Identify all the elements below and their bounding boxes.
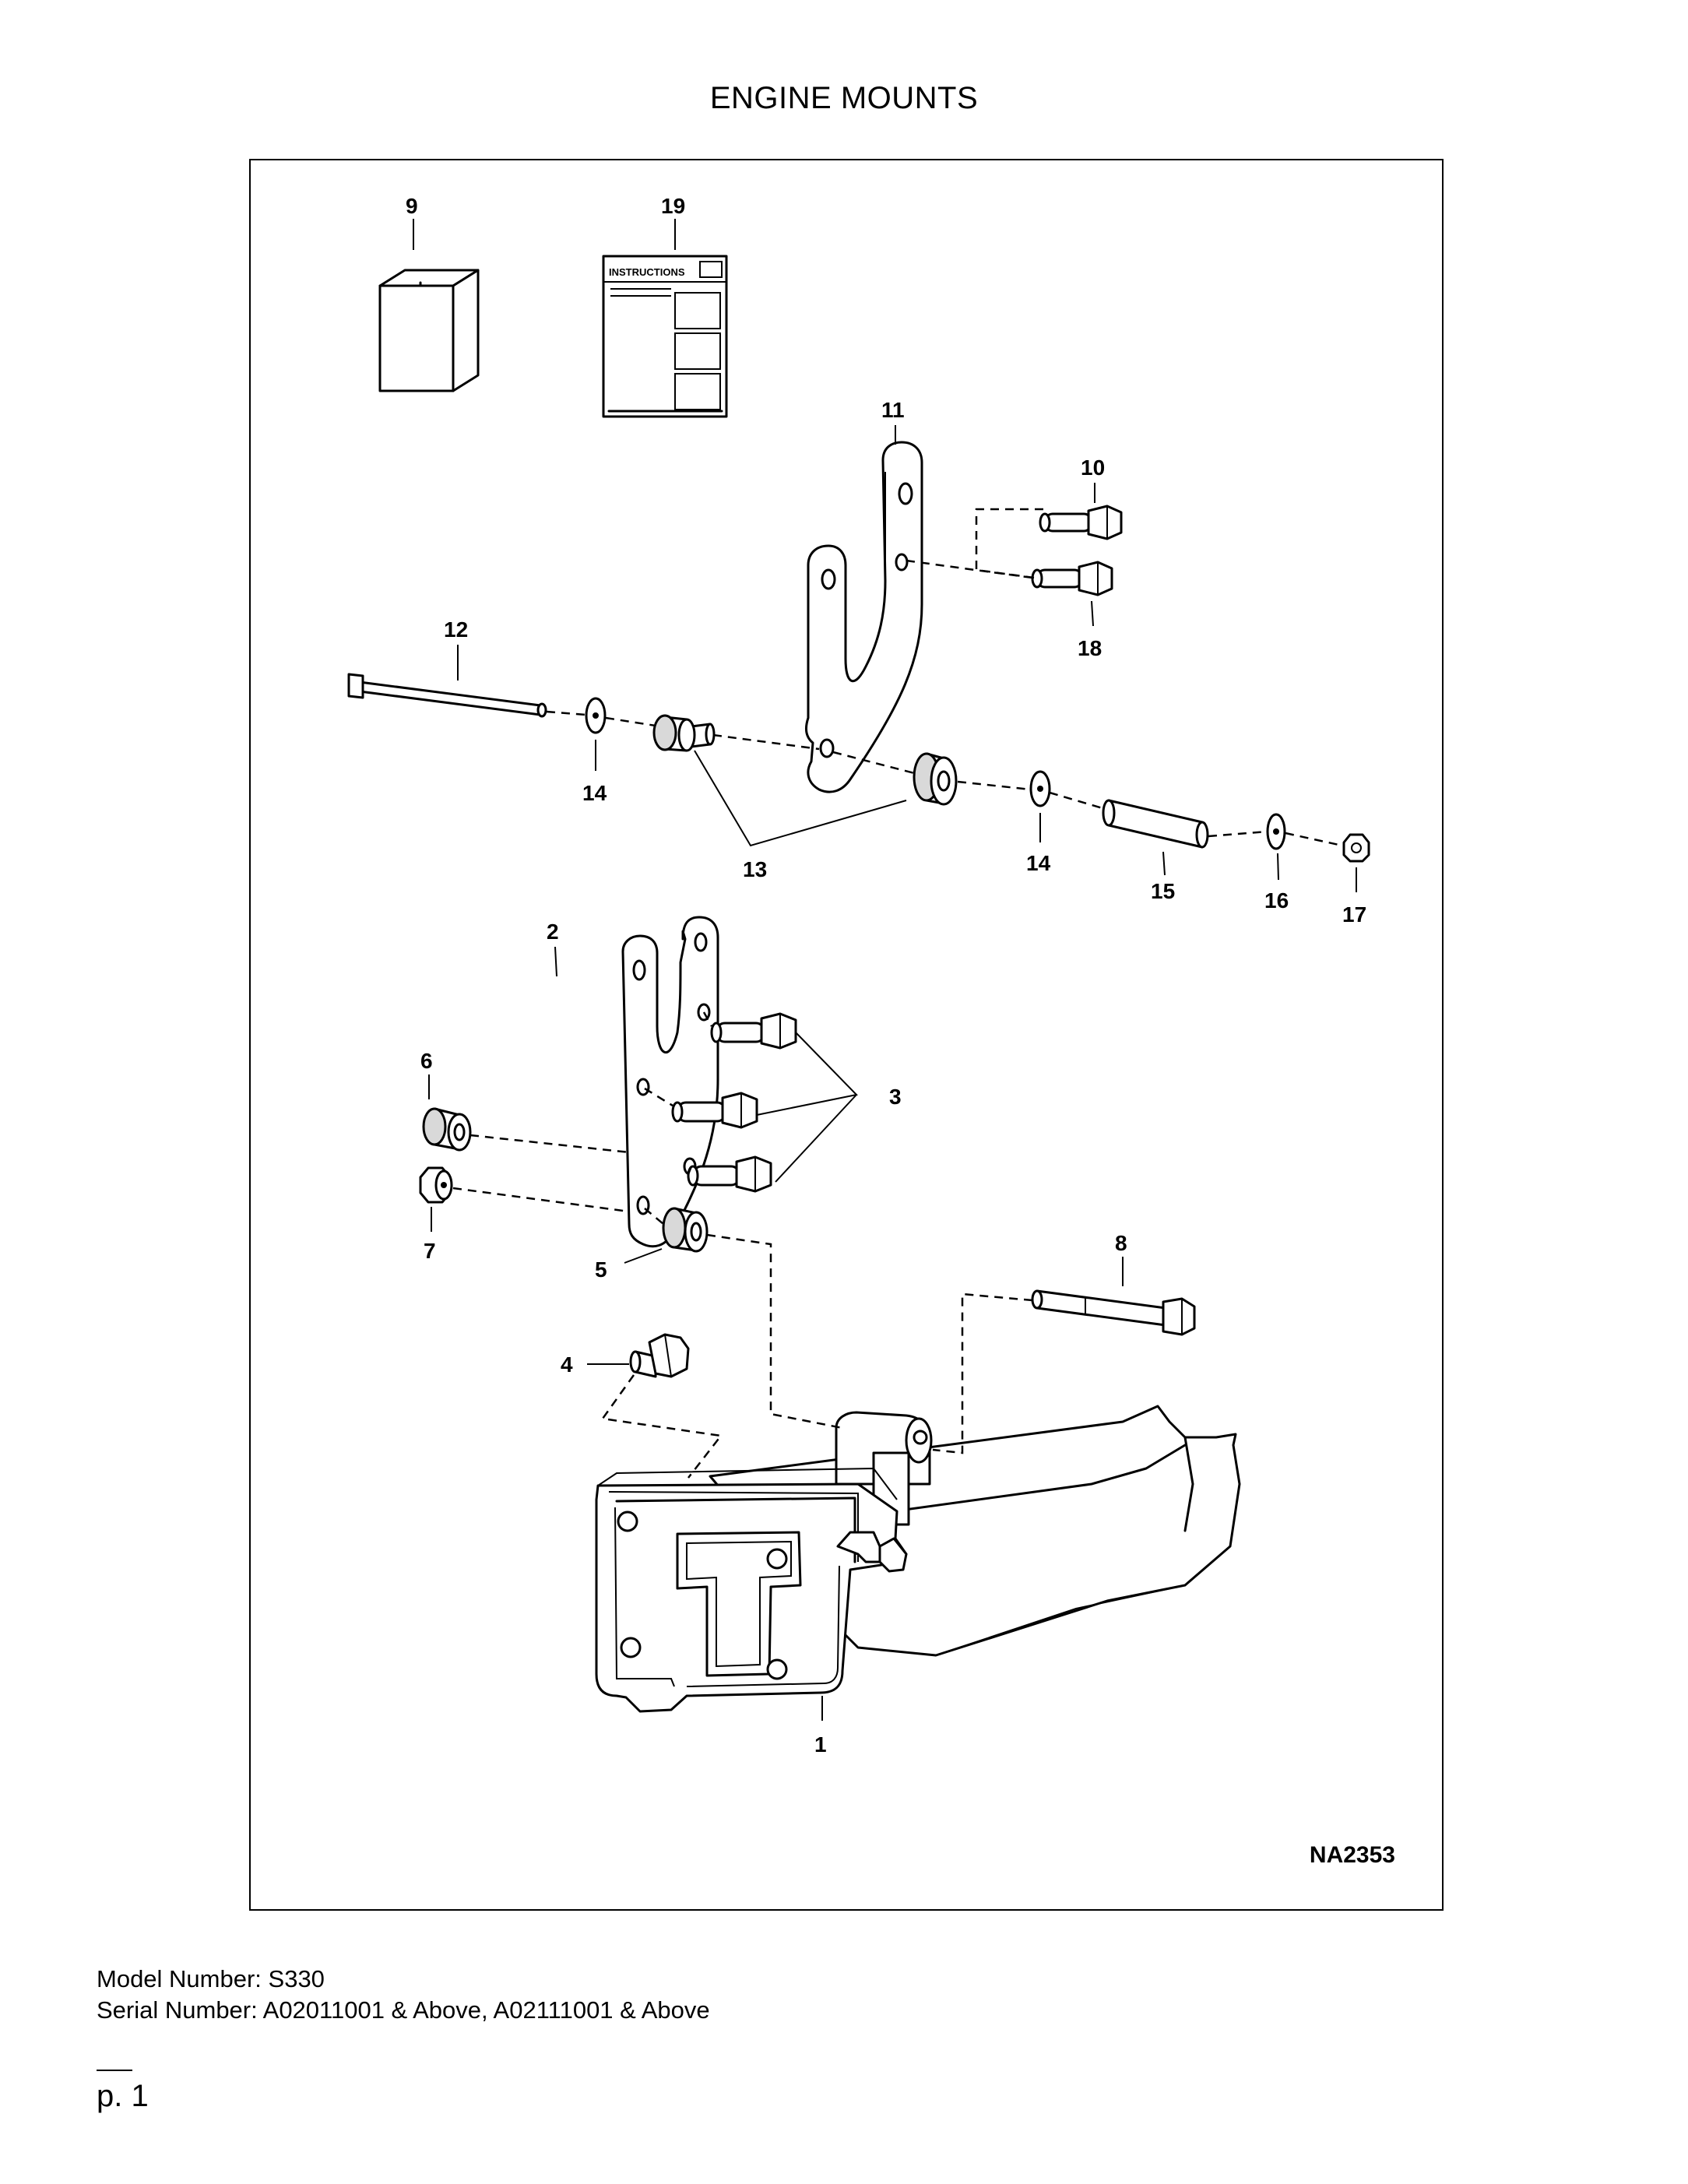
part-1-engine-mount-frame [595, 1405, 1241, 1713]
part-13-isolator-right [913, 752, 958, 806]
part-15-sleeve [1102, 799, 1209, 849]
leader-lines [413, 219, 1357, 1721]
part-18-bolt [1031, 561, 1113, 596]
callout-2: 2 [547, 920, 559, 944]
callout-10: 10 [1081, 455, 1105, 480]
callout-14-right: 14 [1026, 851, 1051, 875]
callout-14-left: 14 [582, 781, 607, 805]
part-17-nut [1342, 833, 1370, 863]
page-number: p. 1 [97, 2079, 149, 2113]
callout-18: 18 [1078, 636, 1102, 660]
part-13-isolator-left [652, 714, 716, 752]
callout-19: 19 [661, 194, 685, 218]
part-5-spacer [662, 1207, 709, 1253]
alignment-lines [452, 508, 1343, 1479]
part-8-long-bolt [1031, 1289, 1196, 1336]
part-4-bolt [629, 1333, 690, 1378]
part-6-spacer [422, 1107, 472, 1152]
part-11-upper-bracket [805, 441, 923, 793]
page-mark-line [97, 2070, 132, 2071]
part-2-lower-bracket [621, 916, 719, 1248]
callout-11: 11 [881, 398, 905, 422]
part-3-bolt-bottom [687, 1155, 772, 1193]
callout-8: 8 [1115, 1231, 1127, 1255]
callout-5: 5 [595, 1257, 607, 1282]
parts-diagram-frame: INSTRUCTIONS [249, 159, 1444, 1911]
callout-6: 6 [420, 1049, 433, 1073]
figure-code: NA2353 [1309, 1842, 1395, 1868]
part-3-bolt-middle [671, 1092, 758, 1129]
part-7-nut [419, 1166, 453, 1204]
callout-numbers: 1 2 3 4 5 6 7 8 9 10 11 12 13 14 14 15 1… [406, 194, 1366, 1757]
callout-17: 17 [1342, 902, 1366, 927]
part-10-bolt [1039, 505, 1123, 540]
part-9-kit-box [378, 269, 480, 392]
callout-12: 12 [444, 617, 468, 642]
callout-7: 7 [424, 1239, 436, 1263]
exploded-parts-diagram: INSTRUCTIONS [347, 194, 1370, 1757]
serial-number: Serial Number: A02011001 & Above, A02111… [97, 1996, 710, 2024]
model-number: Model Number: S330 [97, 1965, 325, 1992]
footer: Model Number: S330 Serial Number: A02011… [97, 1964, 710, 2026]
part-3-bolt-top [710, 1012, 797, 1050]
part-12-long-bolt [347, 673, 547, 718]
callout-1: 1 [814, 1732, 827, 1757]
callout-3: 3 [889, 1085, 902, 1109]
callout-9: 9 [406, 194, 418, 218]
callout-13: 13 [743, 857, 767, 881]
part-19-instructions-sheet: INSTRUCTIONS [602, 255, 728, 418]
callout-15: 15 [1151, 879, 1175, 903]
instructions-label: INSTRUCTIONS [609, 266, 685, 278]
callout-16: 16 [1264, 888, 1289, 913]
page-title: ENGINE MOUNTS [709, 81, 979, 115]
callout-4: 4 [561, 1352, 573, 1377]
